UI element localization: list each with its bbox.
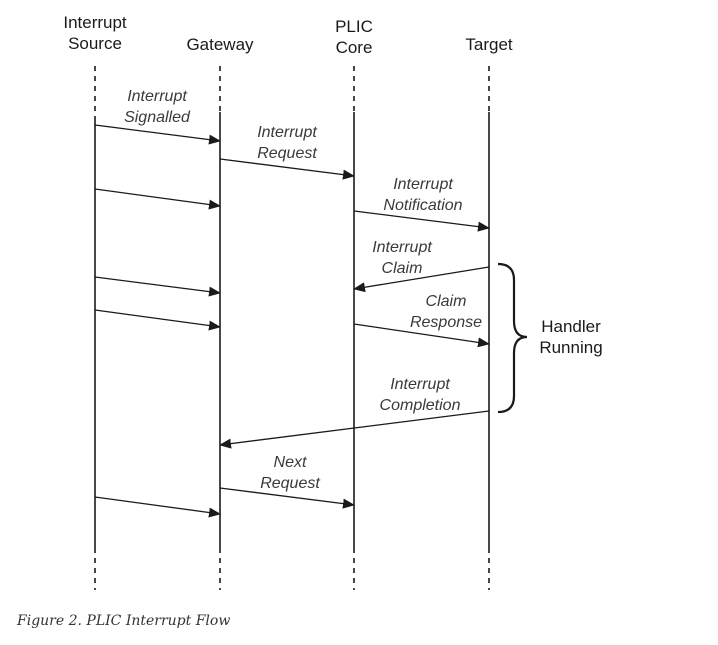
- handler-running-brace: [497, 262, 528, 414]
- message-arrow-interrupt-signalled: [94, 124, 221, 145]
- message-arrow-signal-3: [94, 276, 221, 297]
- message-arrow-interrupt-request: [219, 158, 355, 180]
- lane-target: Target: [465, 35, 513, 590]
- message-signal-3: [94, 276, 221, 297]
- message-arrow-next-request: [219, 487, 355, 509]
- message-arrow-interrupt-claim: [353, 266, 490, 293]
- message-arrow-signal-5: [94, 496, 221, 518]
- figure-caption: Figure 2. PLIC Interrupt Flow: [17, 613, 231, 629]
- message-arrow-interrupt-completion: [219, 410, 490, 449]
- brace-path: [497, 262, 528, 414]
- message-arrow-signal-4: [94, 309, 221, 331]
- lane-label-gateway: Gateway: [186, 35, 254, 54]
- message-arrow-claim-response: [353, 323, 490, 348]
- message-signal-2: [94, 188, 221, 210]
- message-signal-5: [94, 496, 221, 518]
- message-arrow-interrupt-notification: [353, 210, 490, 232]
- message-arrow-signal-2: [94, 188, 221, 210]
- lane-label-target: Target: [465, 35, 513, 54]
- message-signal-4: [94, 309, 221, 331]
- lane-gateway: Gateway: [186, 35, 254, 590]
